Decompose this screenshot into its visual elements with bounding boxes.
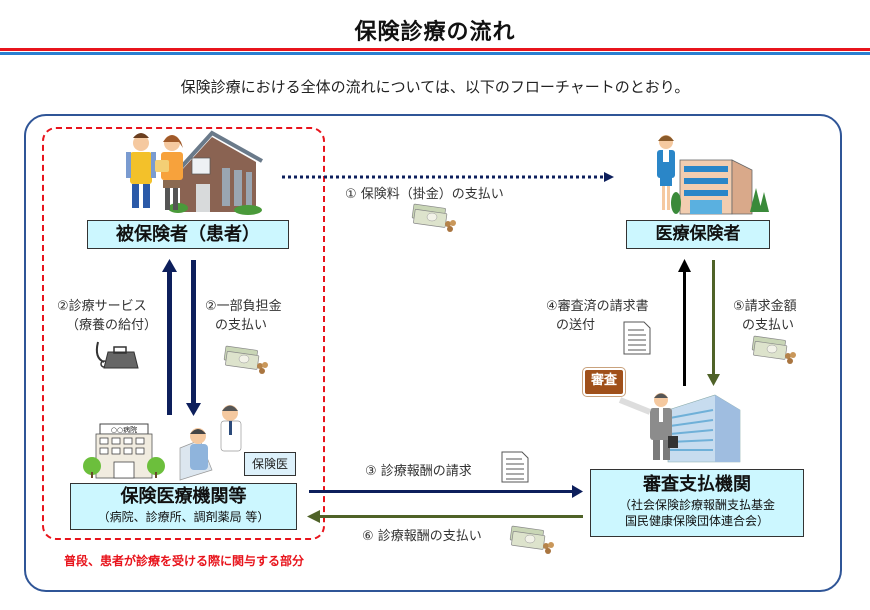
money-icon [751, 335, 796, 364]
flow-2b-label-line2: の支払い [215, 318, 268, 333]
office-tower-icon [618, 393, 741, 463]
provider-sublabel: （病院、診療所、調剤薬局 等） [97, 510, 270, 524]
flow-2b-arrow [186, 260, 201, 416]
page-title: 保険診療の流れ [354, 20, 516, 45]
flowchart-frame [24, 114, 842, 592]
hospital-sign: ○○病院 [111, 425, 137, 434]
flow-4-label-line1: ④審査済の請求書 [546, 299, 649, 314]
money-icon [223, 345, 268, 374]
document-icon [623, 321, 651, 355]
money-icon [509, 525, 554, 554]
family-house-icon [126, 130, 263, 215]
document-icon [501, 451, 529, 483]
flow-6-label: ⑥ 診療報酬の支払い [362, 529, 482, 544]
flow-2a-label-line1: ②診療サービス [57, 299, 147, 314]
review-payment-box: 審査支払機関 （社会保険診療報酬支払基金 国民健康保険団体連合会） [590, 469, 804, 537]
medical-provider-box: 保険医療機関等 （病院、診療所、調剤薬局 等） [70, 483, 297, 530]
medical-bag-icon [95, 341, 139, 369]
medical-insurer-box: 医療保険者 [626, 220, 770, 249]
provider-label: 保険医療機関等 [120, 486, 247, 507]
office-building-icon [657, 135, 769, 215]
reviewer-sublabel-2: 国民健康保険団体連合会） [624, 514, 769, 528]
insurance-doctor-tag: 保険医 [244, 452, 296, 476]
patient-involvement-region [42, 127, 325, 540]
flow-5-label-line1: ⑤請求金額 [733, 299, 797, 314]
flow-5-arrow [707, 260, 720, 386]
flow-4-arrow [678, 259, 691, 386]
insured-patient-box: 被保険者（患者） [87, 220, 289, 249]
reviewer-sublabel-1: （社会保険診療報酬支払基金 [618, 498, 775, 512]
insurer-label: 医療保険者 [655, 224, 741, 244]
region-caption: 普段、患者が診療を受ける際に関与する部分 [63, 554, 304, 568]
review-badge: 審査 [583, 368, 625, 396]
flow-1-arrow [282, 172, 614, 182]
flow-4-label-line2: の送付 [556, 318, 596, 333]
flow-3-arrow [309, 485, 583, 498]
doctor-patient-icon [179, 405, 242, 481]
reviewer-label: 審査支払機関 [643, 474, 751, 495]
flow-5-label-line2: の支払い [742, 318, 795, 333]
flow-3-label: ③ 診療報酬の請求 [365, 464, 472, 479]
flow-2b-label-line1: ②一部負担金 [205, 299, 282, 314]
flow-2a-arrow [162, 259, 177, 415]
money-icon [411, 203, 456, 232]
flow-1-label: ① 保険料（掛金）の支払い [345, 187, 504, 202]
flow-2a-label-line2: （療養の給付） [66, 318, 158, 333]
page-subtitle: 保険診療における全体の流れについては、以下のフローチャートのとおり。 [180, 78, 690, 96]
title-rule-blue [0, 52, 870, 55]
hospital-icon [83, 423, 165, 479]
flow-6-arrow [307, 510, 583, 523]
insured-label: 被保険者（患者） [116, 224, 260, 245]
title-rule-red [0, 48, 870, 51]
